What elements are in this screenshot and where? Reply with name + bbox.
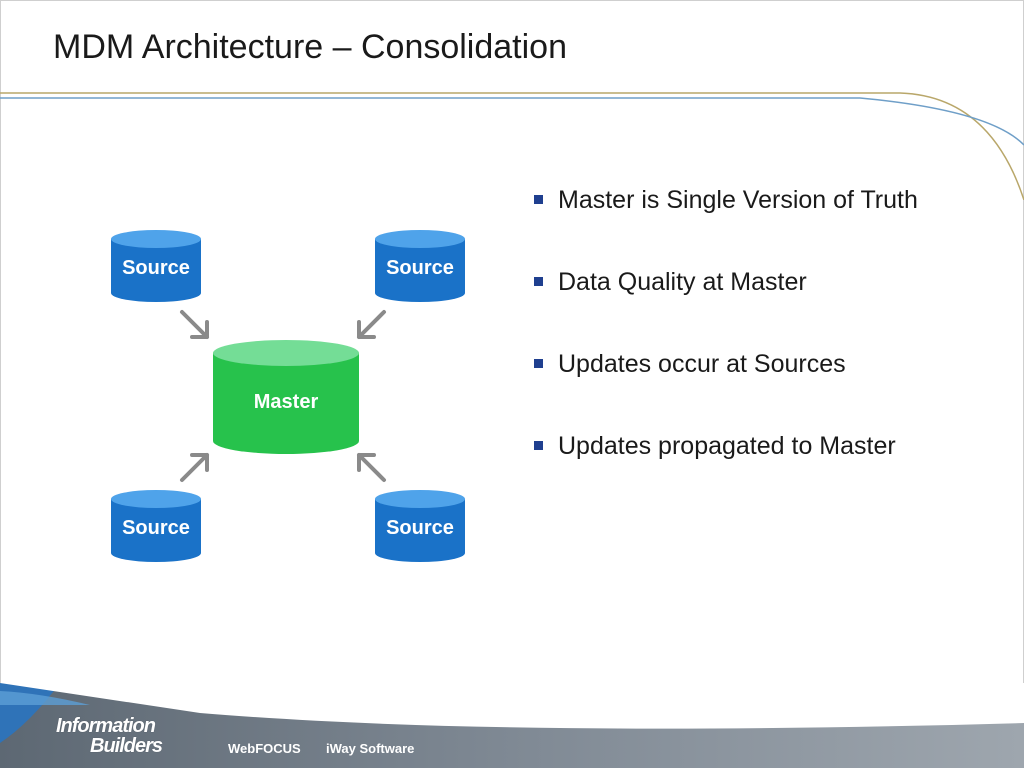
master-database: Master	[211, 339, 361, 457]
bullet-list: Master is Single Version of Truth Data Q…	[530, 186, 918, 514]
source-label: Source	[386, 517, 454, 539]
source-database-bottom-left: Source	[109, 489, 203, 565]
footer-product-iway: iWay Software	[326, 741, 415, 756]
square-bullet-icon	[534, 277, 543, 286]
header-decoration	[0, 92, 1024, 200]
square-bullet-icon	[534, 195, 543, 204]
bullet-item: Master is Single Version of Truth	[530, 186, 918, 268]
source-label: Source	[122, 517, 190, 539]
bullet-text: Data Quality at Master	[558, 268, 807, 296]
database-icon	[111, 490, 201, 562]
database-icon	[213, 340, 359, 454]
arrow-icon	[180, 453, 209, 482]
bullet-item: Data Quality at Master	[530, 268, 918, 350]
bullet-text: Updates propagated to Master	[558, 432, 896, 460]
bullet-item: Updates occur at Sources	[530, 350, 918, 432]
bullet-text: Master is Single Version of Truth	[558, 186, 918, 214]
source-label: Source	[122, 257, 190, 279]
source-label: Source	[386, 257, 454, 279]
slide-title: MDM Architecture – Consolidation	[53, 28, 568, 66]
company-logo-line1: Information	[56, 715, 156, 737]
arrow-icon	[180, 310, 209, 339]
footer-product-webfocus: WebFOCUS	[228, 741, 301, 756]
company-logo-line2: Builders	[90, 735, 163, 757]
source-database-top-left: Source	[109, 229, 203, 305]
bullet-item: Updates propagated to Master	[530, 432, 918, 514]
database-icon	[375, 230, 465, 302]
database-icon	[111, 230, 201, 302]
source-database-top-right: Source	[373, 229, 467, 305]
square-bullet-icon	[534, 359, 543, 368]
database-icon	[375, 490, 465, 562]
footer-band	[0, 683, 1024, 768]
arrow-icon	[357, 310, 386, 339]
square-bullet-icon	[534, 441, 543, 450]
bullet-text: Updates occur at Sources	[558, 350, 846, 378]
arrow-icon	[357, 453, 386, 482]
master-label: Master	[253, 391, 319, 413]
source-database-bottom-right: Source	[373, 489, 467, 565]
